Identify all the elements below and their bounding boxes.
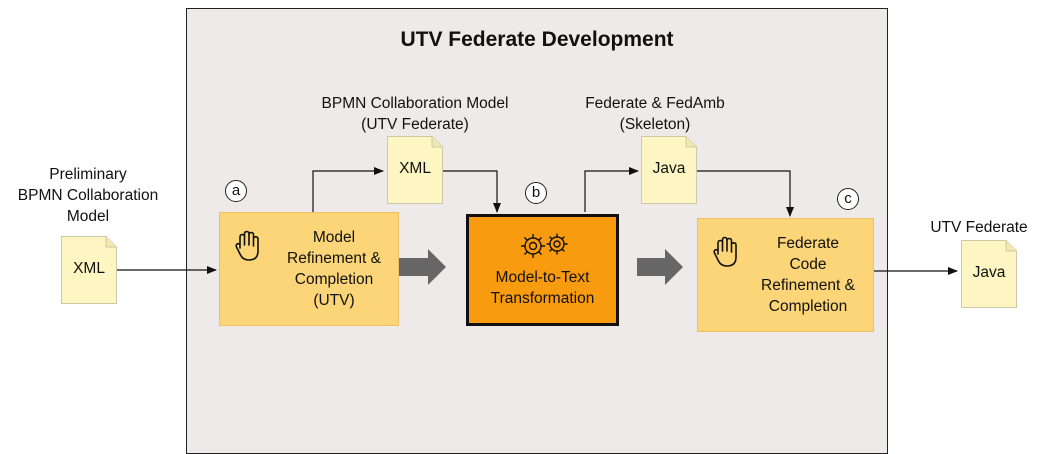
document-icon (387, 136, 443, 204)
step-b-label: Model-to-Text Transformation (490, 269, 595, 307)
diagram-title: UTV Federate Development (400, 28, 674, 51)
bpmn-xml-doc: XML (387, 136, 443, 204)
edge-bpmn-to-b (443, 170, 501, 213)
output-caption: UTV Federate (930, 219, 1028, 236)
gears-icon (521, 233, 568, 258)
step-c-label: Federate Code Refinement & Completion (761, 235, 855, 315)
step-marker-c: c (837, 188, 859, 210)
block-arrow-icon (637, 249, 683, 285)
skeleton-caption: Federate & FedAmb (Skeleton) (585, 95, 725, 133)
hand-icon (713, 236, 737, 267)
skeleton-java-doc: Java (641, 136, 697, 204)
preliminary-xml-doc: XML (61, 236, 117, 304)
step-c-federate-code-refinement: Federate Code Refinement & Completion (697, 218, 874, 332)
step-marker-a: a (225, 180, 247, 202)
hand-icon (235, 230, 259, 261)
bpmn-model-caption: BPMN Collaboration Model (UTV Federate) (321, 95, 509, 133)
step-a-label: Model Refinement & Completion (UTV) (287, 229, 381, 309)
step-marker-b: b (525, 182, 547, 204)
document-icon (641, 136, 697, 204)
edge-b-to-skeleton (584, 167, 639, 212)
output-java-doc: Java (961, 240, 1017, 308)
document-icon (961, 240, 1017, 308)
preliminary-caption: Preliminary BPMN Collaboration Model (17, 166, 159, 225)
step-b-model-to-text: Model-to-Text Transformation (466, 214, 619, 326)
step-a-model-refinement: Model Refinement & Completion (UTV) (219, 212, 399, 326)
edge-skeleton-to-c (695, 170, 794, 217)
document-icon (61, 236, 117, 304)
edge-a-to-bpmn (312, 167, 384, 212)
block-arrow-icon (399, 249, 446, 285)
